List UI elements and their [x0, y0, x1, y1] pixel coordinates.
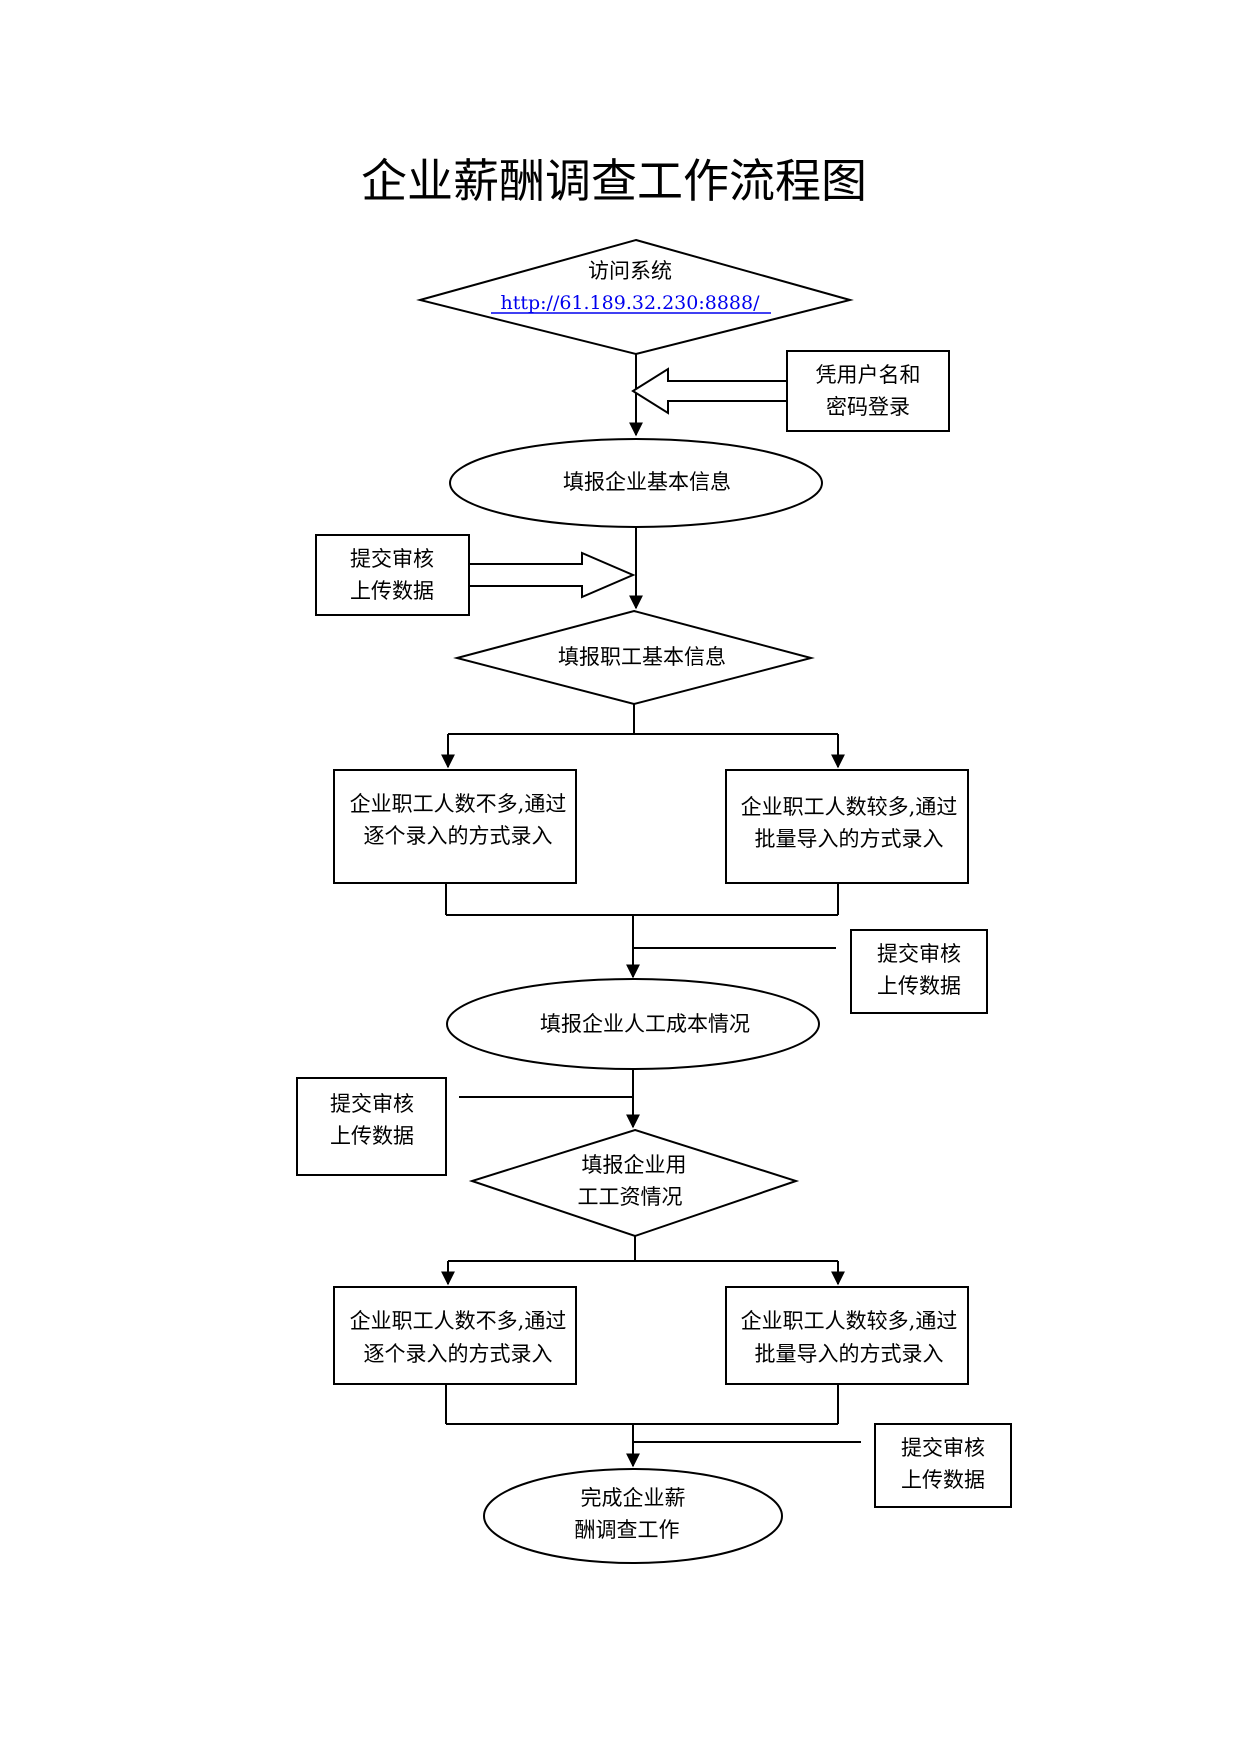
- few-2-line1: 企业职工人数不多,通过: [350, 1309, 567, 1333]
- complete-line2: 酬调查工作: [575, 1518, 680, 1542]
- many-1-line1: 企业职工人数较多,通过: [741, 795, 958, 819]
- company-info-ellipse: 填报企业基本信息: [449, 438, 823, 528]
- system-url-link[interactable]: http://61.189.32.230:8888/: [500, 292, 760, 314]
- submit-1-hollow-arrow-icon: [468, 551, 636, 599]
- wages-diamond: 填报企业用 工工资情况: [468, 1128, 800, 1238]
- labor-cost-label: 填报企业人工成本情况: [540, 1012, 750, 1036]
- company-info-label: 填报企业基本信息: [563, 470, 731, 494]
- access-system-diamond: 访问系统 http://61.189.32.230:8888/: [416, 238, 854, 356]
- complete-ellipse: 完成企业薪 酬调查工作: [483, 1468, 783, 1564]
- submit-4-line1: 提交审核: [901, 1436, 985, 1460]
- submit-4-line2: 上传数据: [901, 1468, 985, 1492]
- many-1-line2: 批量导入的方式录入: [755, 827, 944, 851]
- connector-cost-to-wages: [459, 1069, 640, 1129]
- login-hollow-arrow-icon: [631, 367, 788, 415]
- submit-1-line2: 上传数据: [350, 579, 434, 603]
- wages-line1: 填报企业用: [582, 1153, 687, 1177]
- submit-3-line1: 提交审核: [330, 1092, 414, 1116]
- complete-line1: 完成企业薪: [581, 1486, 686, 1510]
- login-label-line1: 凭用户名和: [816, 363, 921, 387]
- merge-1-lines: [445, 883, 839, 979]
- submit-2-line2: 上传数据: [877, 974, 961, 998]
- wages-line2: 工工资情况: [578, 1185, 683, 1209]
- login-label-line2: 密码登录: [826, 395, 910, 419]
- many-employees-box-2: 企业职工人数较多,通过 批量导入的方式录入: [725, 1286, 969, 1385]
- labor-cost-ellipse: 填报企业人工成本情况: [446, 978, 820, 1070]
- few-employees-box-2: 企业职工人数不多,通过 逐个录入的方式录入: [333, 1286, 577, 1385]
- branch-2-lines: [441, 1236, 845, 1286]
- submit-1-line1: 提交审核: [350, 547, 434, 571]
- submit-3-line2: 上传数据: [330, 1124, 414, 1148]
- employee-info-diamond: 填报职工基本信息: [453, 609, 815, 706]
- branch-1-lines: [441, 704, 845, 769]
- submit-box-3: 提交审核 上传数据: [296, 1077, 447, 1176]
- few-employees-box-1: 企业职工人数不多,通过 逐个录入的方式录入: [333, 769, 577, 884]
- few-1-line1: 企业职工人数不多,通过: [350, 792, 567, 816]
- submit-box-2: 提交审核 上传数据: [850, 929, 988, 1014]
- employee-info-label: 填报职工基本信息: [558, 645, 726, 669]
- submit-box-4: 提交审核 上传数据: [874, 1423, 1012, 1508]
- access-system-label: 访问系统: [588, 259, 672, 283]
- many-2-line1: 企业职工人数较多,通过: [741, 1309, 958, 1333]
- merge-2-lines: [445, 1384, 861, 1468]
- few-2-line2: 逐个录入的方式录入: [364, 1342, 553, 1366]
- many-employees-box-1: 企业职工人数较多,通过 批量导入的方式录入: [725, 769, 969, 884]
- few-1-line2: 逐个录入的方式录入: [364, 824, 553, 848]
- many-2-line2: 批量导入的方式录入: [755, 1342, 944, 1366]
- page-title: 企业薪酬调查工作流程图: [361, 154, 867, 208]
- login-box: 凭用户名和 密码登录: [786, 350, 950, 432]
- submit-2-line1: 提交审核: [877, 942, 961, 966]
- submit-box-1: 提交审核 上传数据: [315, 534, 470, 616]
